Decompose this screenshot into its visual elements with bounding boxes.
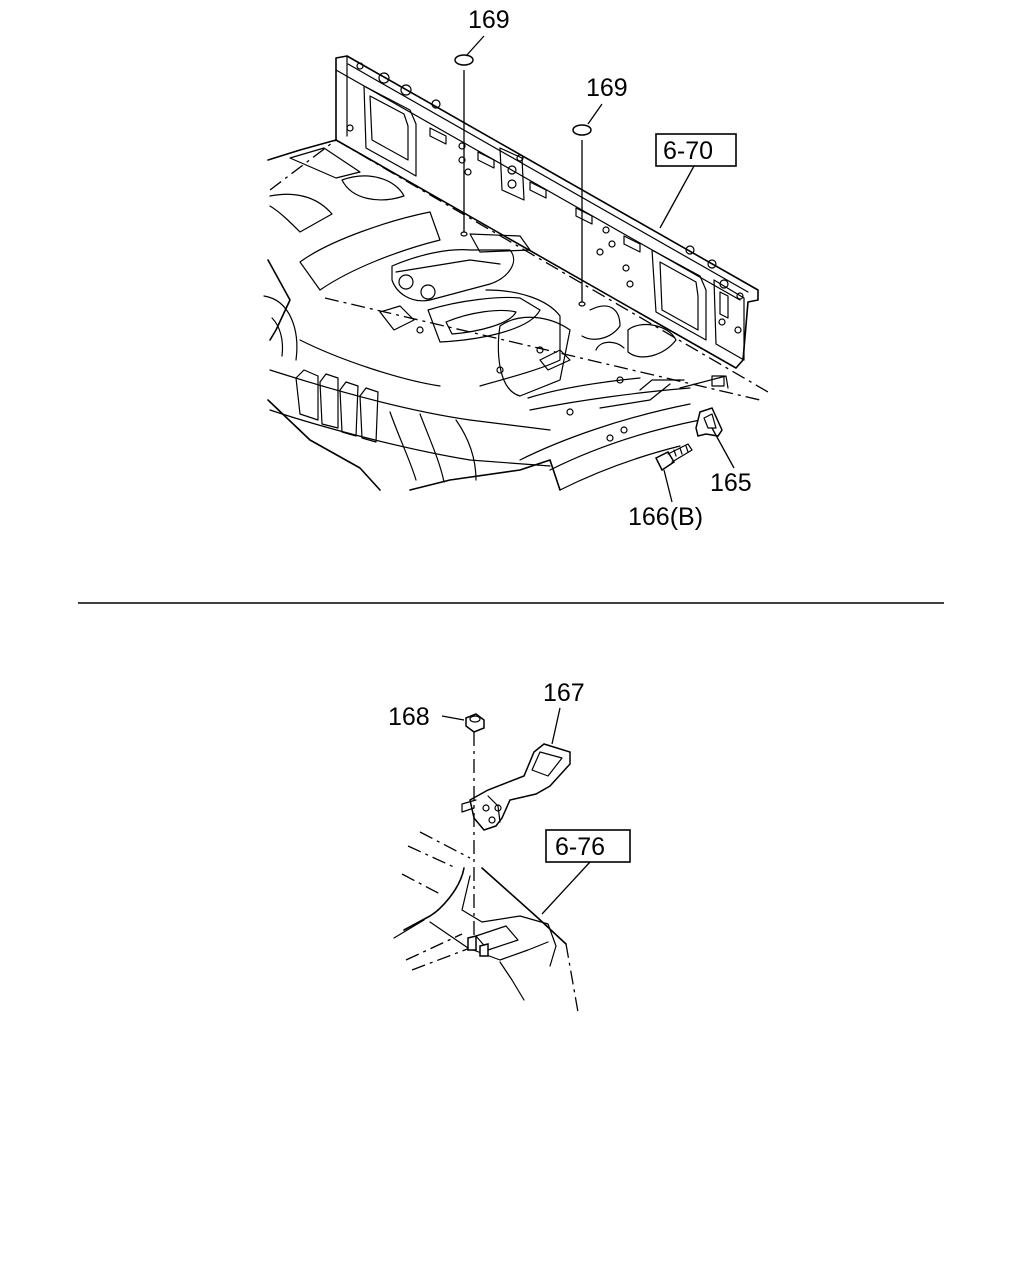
leader-6-70 [659, 165, 695, 229]
bracket-167 [461, 743, 571, 831]
washer-169-a [454, 54, 474, 237]
reference-box-6-70 [655, 133, 737, 167]
leader-166b [663, 469, 673, 503]
callout-168: 168 [388, 703, 430, 731]
callout-6-76: 6-76 [555, 833, 605, 861]
reference-box-6-76 [545, 829, 631, 863]
callout-6-70: 6-70 [663, 137, 713, 165]
leader-169-b [587, 103, 603, 125]
floor-panel-section [393, 831, 579, 1013]
washer-169-b [572, 124, 592, 307]
callout-167: 167 [543, 679, 585, 707]
callout-169-a: 169 [468, 6, 510, 34]
leader-169-a [465, 35, 485, 57]
bracket-165 [695, 407, 723, 437]
rear-floor-panel [263, 55, 769, 491]
callout-166b: 166(B) [628, 503, 703, 531]
leader-165 [711, 427, 735, 469]
nut-168 [465, 713, 485, 733]
leader-167 [551, 707, 561, 745]
callout-165: 165 [710, 469, 752, 497]
leader-168 [441, 715, 465, 721]
bolt-166b [654, 443, 693, 472]
leader-6-76 [541, 861, 591, 915]
stud [467, 935, 489, 957]
callout-169-b: 169 [586, 74, 628, 102]
